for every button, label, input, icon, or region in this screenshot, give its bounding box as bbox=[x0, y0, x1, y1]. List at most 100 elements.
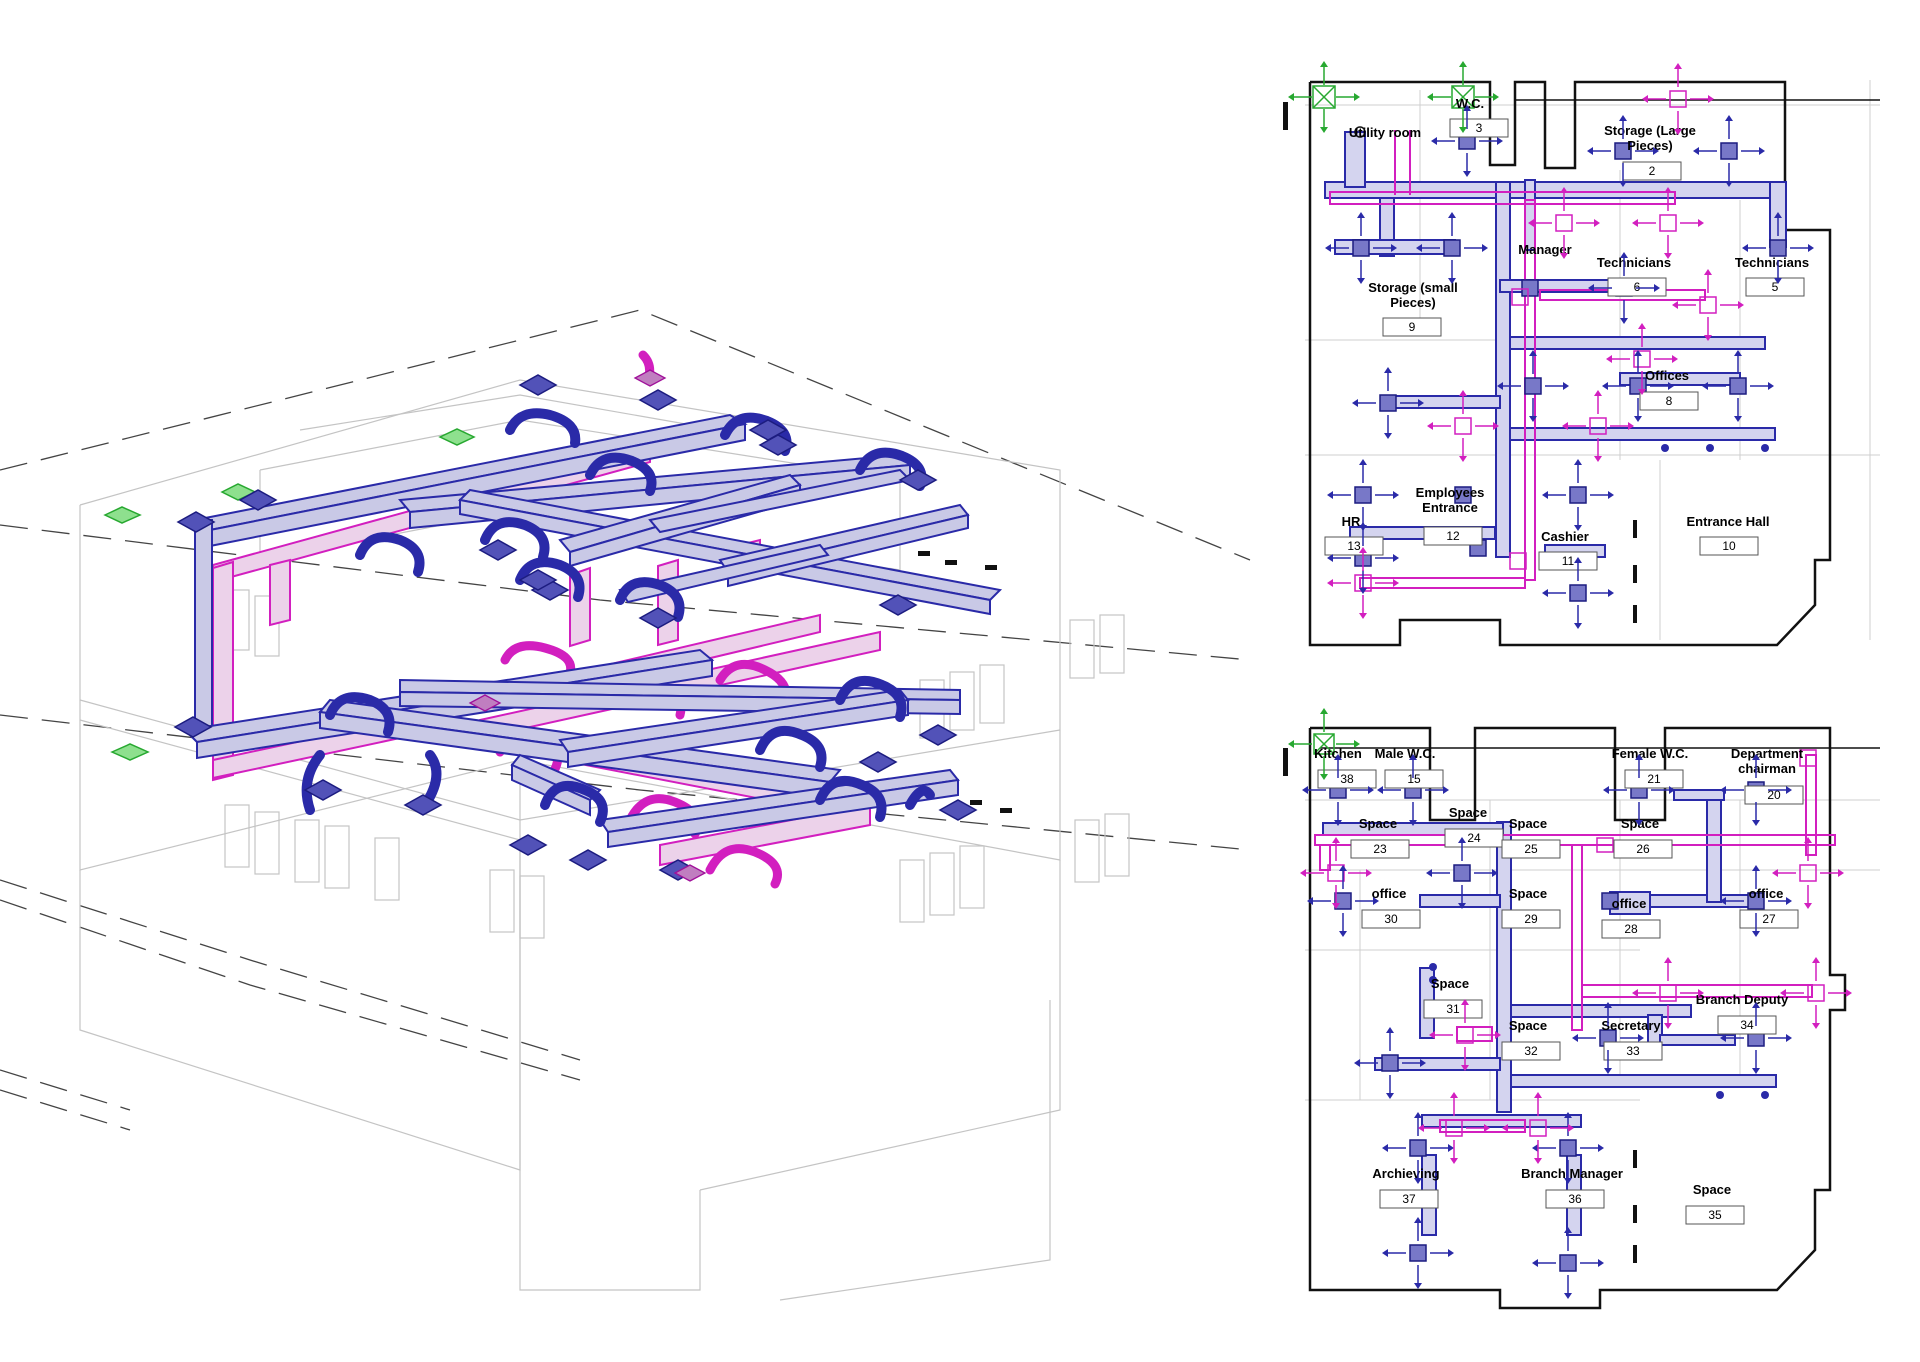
room-number: 5 bbox=[1772, 280, 1779, 294]
room-number: 34 bbox=[1740, 1018, 1754, 1032]
room-name: Manager bbox=[1518, 242, 1571, 257]
room-number: 27 bbox=[1762, 912, 1776, 926]
room-name: Space bbox=[1509, 1018, 1547, 1033]
room-number: 8 bbox=[1666, 394, 1673, 408]
upper-room-7: Offices 8 bbox=[1639, 368, 1699, 411]
room-name: Space bbox=[1449, 805, 1487, 820]
upper-return-grilles bbox=[1354, 90, 1717, 592]
room-number: 29 bbox=[1524, 912, 1538, 926]
room-name: Branch Deputy bbox=[1696, 992, 1789, 1007]
room-number: 32 bbox=[1524, 1044, 1538, 1058]
room-number-box bbox=[1350, 839, 1410, 859]
room-number: 30 bbox=[1384, 912, 1398, 926]
upper-room-3: Manager bbox=[1518, 242, 1571, 257]
room-name: Space bbox=[1509, 816, 1547, 831]
upper-plan-markers bbox=[1283, 102, 1637, 623]
room-number: 26 bbox=[1636, 842, 1650, 856]
room-number-box bbox=[1607, 277, 1667, 297]
room-number-box bbox=[1717, 1015, 1777, 1035]
room-name-line2: Pieces) bbox=[1390, 295, 1436, 310]
lower-return-grilles bbox=[1327, 749, 1825, 1137]
room-name: Kitchen bbox=[1314, 746, 1362, 761]
room-name: Female W.C. bbox=[1612, 746, 1689, 761]
room-number-box bbox=[1449, 118, 1509, 138]
return-grilles-iso bbox=[468, 369, 707, 882]
lower-plan-markers bbox=[1283, 748, 1637, 1263]
room-number-box bbox=[1545, 1189, 1605, 1209]
room-number-box bbox=[1739, 909, 1799, 929]
room-name: Male W.C. bbox=[1375, 746, 1436, 761]
room-name: Space bbox=[1693, 1182, 1731, 1197]
upper-room-1: Utility room bbox=[1349, 125, 1421, 140]
room-number: 10 bbox=[1722, 539, 1736, 553]
room-number-box bbox=[1639, 391, 1699, 411]
lower-room-13: Branch Deputy 34 bbox=[1696, 992, 1789, 1035]
lower-plan-terminals bbox=[1429, 963, 1769, 1099]
exhaust-diffusers bbox=[103, 428, 476, 761]
room-name: Space bbox=[1359, 816, 1397, 831]
isometric-duct-view bbox=[0, 309, 1251, 1301]
room-number-box bbox=[1613, 839, 1673, 859]
room-number: 28 bbox=[1624, 922, 1638, 936]
room-number-box bbox=[1379, 1189, 1439, 1209]
supply-trunk-ducts bbox=[182, 413, 1003, 849]
room-number-box bbox=[1501, 1041, 1561, 1061]
room-number: 20 bbox=[1767, 788, 1781, 802]
lower-room-7: Space26 bbox=[1613, 816, 1673, 859]
airflow-arrows bbox=[1288, 61, 1852, 1299]
room-number: 15 bbox=[1407, 772, 1421, 786]
room-name: Space bbox=[1509, 886, 1547, 901]
room-name: Archieving bbox=[1372, 1166, 1439, 1181]
room-number: 9 bbox=[1409, 320, 1416, 334]
room-name: Branch Manager bbox=[1521, 1166, 1623, 1181]
upper-room-0: W.C.3 bbox=[1449, 96, 1509, 138]
lower-room-6: Space 25 bbox=[1501, 816, 1561, 859]
upper-plan-outline bbox=[1308, 80, 1832, 647]
lower-room-17: Branch Manager 36 bbox=[1521, 1166, 1623, 1209]
room-name: Space bbox=[1431, 976, 1469, 991]
lower-exhaust-fans bbox=[1313, 733, 1335, 755]
room-name: Offices bbox=[1645, 368, 1689, 383]
room-name: Storage (Large bbox=[1604, 123, 1696, 138]
room-number: 25 bbox=[1524, 842, 1538, 856]
room-number: 12 bbox=[1446, 529, 1460, 543]
room-name-line2: Entrance bbox=[1422, 500, 1478, 515]
room-name: Department bbox=[1731, 746, 1804, 761]
room-number-box bbox=[1501, 909, 1561, 929]
room-number-box bbox=[1501, 839, 1561, 859]
room-name: Employees bbox=[1416, 485, 1485, 500]
lower-return-ducts bbox=[1314, 754, 1836, 1133]
room-number-box bbox=[1384, 769, 1444, 789]
room-number: 23 bbox=[1373, 842, 1387, 856]
room-name-line2: chairman bbox=[1738, 761, 1796, 776]
room-number-box bbox=[1538, 551, 1598, 571]
room-name: Secretary bbox=[1601, 1018, 1661, 1033]
room-number-box bbox=[1382, 317, 1442, 337]
lower-room-2: Female W.C.21 bbox=[1612, 746, 1689, 789]
room-number-box bbox=[1317, 769, 1377, 789]
room-number: 11 bbox=[1562, 554, 1575, 568]
room-number: 33 bbox=[1626, 1044, 1640, 1058]
room-number: 6 bbox=[1634, 280, 1641, 294]
lower-room-15: Secretary 33 bbox=[1601, 1018, 1663, 1061]
room-number: 36 bbox=[1568, 1192, 1582, 1206]
lower-room-1: Male W.C. 15 bbox=[1375, 746, 1444, 789]
room-number-box bbox=[1423, 526, 1483, 546]
supply-diffusers bbox=[173, 374, 978, 881]
room-number: 2 bbox=[1649, 164, 1656, 178]
room-number-box bbox=[1699, 536, 1759, 556]
